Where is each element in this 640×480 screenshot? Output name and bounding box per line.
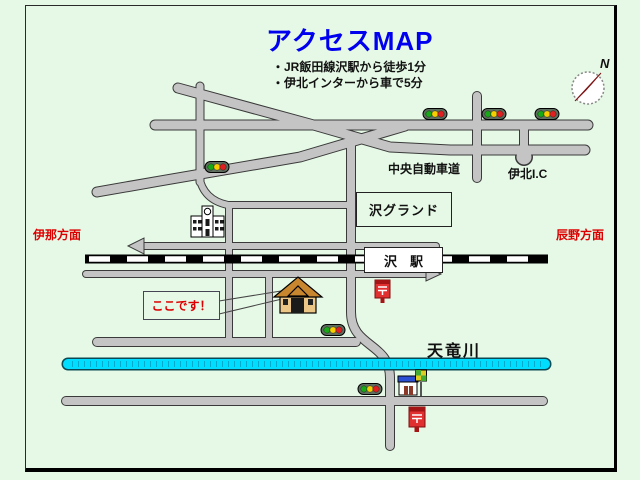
school-icon — [190, 205, 225, 238]
traffic-light-icon — [357, 383, 383, 395]
traffic-light-icon — [422, 108, 448, 120]
station-label-box: 沢 駅 — [364, 247, 443, 273]
road-arrow-left-icon — [126, 237, 145, 255]
store-icon — [397, 375, 419, 396]
direction-note-2: ・伊北インターから車で5分 — [272, 76, 423, 90]
here-callout-box: ここです！ — [143, 291, 220, 320]
house-icon — [272, 276, 324, 314]
ground-label: 沢グランド — [368, 203, 439, 218]
traffic-light-icon — [320, 324, 346, 336]
ground-label-box: 沢グランド — [356, 192, 452, 227]
roads-fill — [62, 82, 593, 450]
traffic-light-icon — [204, 161, 230, 173]
direction-right-label: 辰野方面 — [556, 228, 605, 242]
traffic-light-icon — [481, 108, 507, 120]
traffic-lights — [204, 108, 560, 395]
compass-icon — [571, 71, 605, 105]
compass-north-label: N — [600, 56, 610, 71]
postbox-icon — [408, 406, 426, 432]
expressway-label: 中央自動車道 — [388, 162, 461, 176]
page-title: アクセスMAP — [266, 26, 434, 56]
roads-outline — [61, 81, 594, 451]
pointer-lines — [218, 290, 283, 315]
postbox-icon — [374, 279, 391, 303]
direction-left-label: 伊那方面 — [33, 228, 82, 242]
interchange-label: 伊北I.C — [508, 167, 548, 181]
signboard-icon — [415, 369, 427, 396]
direction-note-1: ・JR飯田線沢駅から徒歩1分 — [272, 60, 427, 74]
traffic-light-icon — [534, 108, 560, 120]
river-label: 天竜川 — [427, 343, 482, 360]
station-label: 沢 駅 — [383, 253, 423, 269]
here-label: ここです！ — [151, 299, 212, 313]
